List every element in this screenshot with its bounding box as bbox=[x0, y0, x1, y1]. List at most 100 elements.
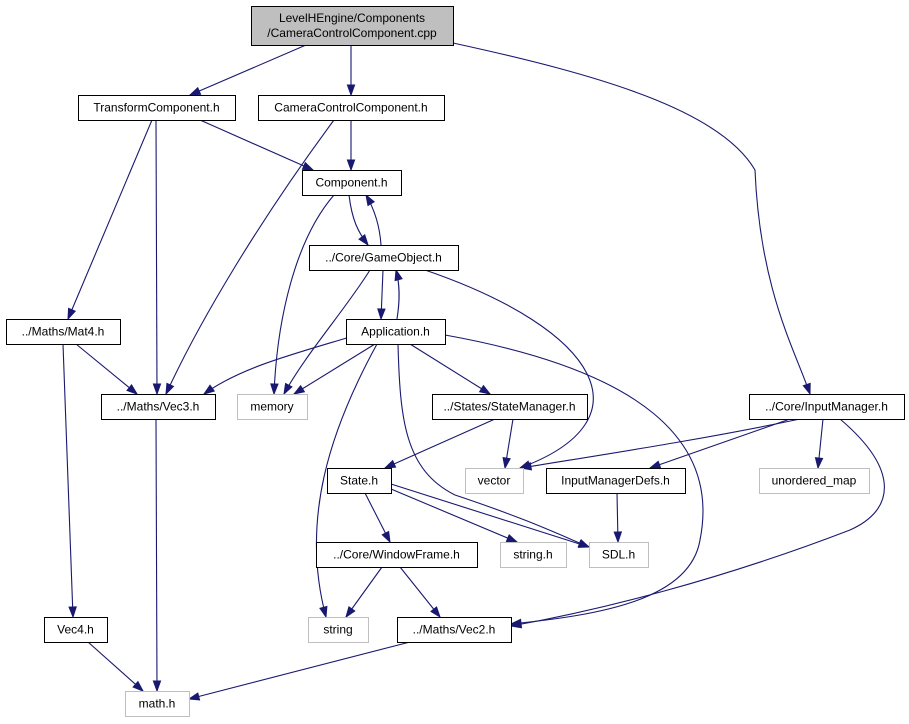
edge-inputmanager-to-vector bbox=[519, 418, 801, 471]
node-cameractl[interactable]: CameraControlComponent.h bbox=[258, 95, 445, 121]
edge-application-to-vec3 bbox=[202, 336, 351, 395]
node-unordered: unordered_map bbox=[759, 468, 870, 494]
edge-state-to-sdl bbox=[390, 483, 591, 548]
node-box bbox=[465, 468, 524, 494]
edge-mat4-to-vec3 bbox=[75, 343, 139, 395]
node-label: ../Core/GameObject.h bbox=[325, 251, 442, 265]
arrowhead-icon bbox=[152, 680, 162, 693]
edge-inputdefs-to-sdl bbox=[613, 492, 623, 544]
edge-state-to-stringh bbox=[390, 488, 519, 543]
node-box bbox=[125, 691, 190, 717]
node-inputdefs[interactable]: InputManagerDefs.h bbox=[546, 468, 686, 494]
arrowhead-icon bbox=[478, 384, 492, 395]
edge-transform-to-vec3 bbox=[152, 119, 162, 396]
edge-line bbox=[424, 269, 594, 469]
edge-line bbox=[399, 566, 441, 618]
arrowhead-icon bbox=[381, 530, 391, 544]
node-component[interactable]: Component.h bbox=[302, 170, 402, 196]
edge-vec2-to-math bbox=[187, 641, 411, 701]
edge-cameractl-to-vec3 bbox=[165, 119, 335, 396]
arrowhead-icon bbox=[346, 84, 356, 97]
edge-line bbox=[452, 42, 811, 395]
arrowhead-icon bbox=[358, 234, 369, 247]
edge-line bbox=[520, 418, 801, 469]
node-label: memory bbox=[250, 400, 293, 414]
node-statemanager[interactable]: ../States/StateManager.h bbox=[432, 394, 588, 420]
arrowhead-icon bbox=[152, 383, 162, 396]
node-box bbox=[251, 6, 454, 46]
edge-line bbox=[390, 488, 518, 543]
node-inputmanager[interactable]: ../Core/InputManager.h bbox=[749, 394, 905, 420]
node-box bbox=[309, 245, 459, 271]
edge-root-to-transform bbox=[188, 44, 307, 96]
node-label: ../States/StateManager.h bbox=[443, 400, 575, 414]
node-vec2[interactable]: ../Maths/Vec2.h bbox=[397, 617, 512, 643]
node-gameobject[interactable]: ../Core/GameObject.h bbox=[309, 245, 459, 271]
node-label: Application.h bbox=[361, 325, 430, 339]
edge-line bbox=[87, 641, 144, 692]
edge-gameobject-to-application bbox=[377, 269, 386, 321]
edge-mat4-to-vec4 bbox=[62, 343, 77, 619]
edge-root-to-cameractl bbox=[346, 45, 356, 97]
node-label: Vec4.h bbox=[57, 623, 94, 637]
node-windowframe[interactable]: ../Core/WindowFrame.h bbox=[316, 542, 478, 568]
arrowhead-icon bbox=[270, 383, 279, 396]
edge-application-to-memory bbox=[292, 343, 376, 395]
edge-line bbox=[165, 119, 335, 395]
arrowhead-icon bbox=[187, 692, 201, 701]
node-label: LevelHEngine/Components bbox=[279, 11, 425, 25]
node-box bbox=[6, 319, 121, 345]
node-math: math.h bbox=[125, 691, 190, 717]
arrowhead-icon bbox=[394, 268, 403, 282]
node-vec3[interactable]: ../Maths/Vec3.h bbox=[101, 394, 216, 420]
arrowhead-icon bbox=[365, 193, 376, 207]
edge-gameobject-to-memory bbox=[283, 269, 371, 396]
edge-line bbox=[510, 418, 885, 627]
node-box bbox=[589, 542, 649, 568]
edge-line bbox=[649, 418, 791, 469]
node-mat4[interactable]: ../Maths/Mat4.h bbox=[6, 319, 121, 345]
arrowhead-icon bbox=[68, 606, 77, 619]
node-label: CameraControlComponent.h bbox=[274, 101, 427, 115]
arrowhead-icon bbox=[648, 460, 662, 469]
node-label: string bbox=[323, 623, 352, 637]
node-vector: vector bbox=[465, 468, 524, 494]
edge-line bbox=[75, 343, 138, 395]
arrowhead-icon bbox=[802, 382, 811, 396]
arrowhead-icon bbox=[292, 384, 306, 395]
edge-line bbox=[390, 483, 590, 548]
edge-inputmanager-to-vec2 bbox=[509, 418, 885, 629]
node-label: ../Maths/Vec3.h bbox=[117, 400, 200, 414]
arrowhead-icon bbox=[577, 539, 591, 548]
node-vec4[interactable]: Vec4.h bbox=[44, 617, 108, 643]
node-label: ../Maths/Mat4.h bbox=[22, 325, 105, 339]
node-label: ../Maths/Vec2.h bbox=[413, 623, 496, 637]
node-box bbox=[316, 542, 478, 568]
node-stringh: string.h bbox=[500, 542, 567, 568]
edge-gameobject-to-component bbox=[365, 193, 382, 246]
node-string: string bbox=[308, 617, 369, 643]
node-state[interactable]: State.h bbox=[327, 468, 392, 494]
node-application[interactable]: Application.h bbox=[346, 319, 446, 345]
arrowhead-icon bbox=[509, 619, 523, 629]
edge-line bbox=[273, 194, 335, 395]
node-box bbox=[432, 394, 588, 420]
edge-line bbox=[67, 119, 153, 320]
edge-application-to-string bbox=[315, 343, 378, 619]
edge-statemanager-to-vector bbox=[502, 418, 514, 470]
node-label: TransformComponent.h bbox=[93, 101, 219, 115]
node-root[interactable]: LevelHEngine/Components/CameraControlCom… bbox=[251, 6, 454, 46]
arrowhead-icon bbox=[383, 459, 397, 469]
node-label: math.h bbox=[139, 697, 176, 711]
edge-line bbox=[409, 343, 491, 395]
node-transform[interactable]: TransformComponent.h bbox=[78, 95, 236, 121]
node-box bbox=[346, 319, 446, 345]
node-sdl: SDL.h bbox=[589, 542, 649, 568]
node-label: Component.h bbox=[315, 176, 387, 190]
node-box bbox=[302, 170, 402, 196]
arrowhead-icon bbox=[613, 531, 623, 544]
node-label: string.h bbox=[513, 548, 552, 562]
arrowhead-icon bbox=[283, 382, 293, 396]
node-box bbox=[78, 95, 236, 121]
node-label: vector bbox=[478, 474, 511, 488]
